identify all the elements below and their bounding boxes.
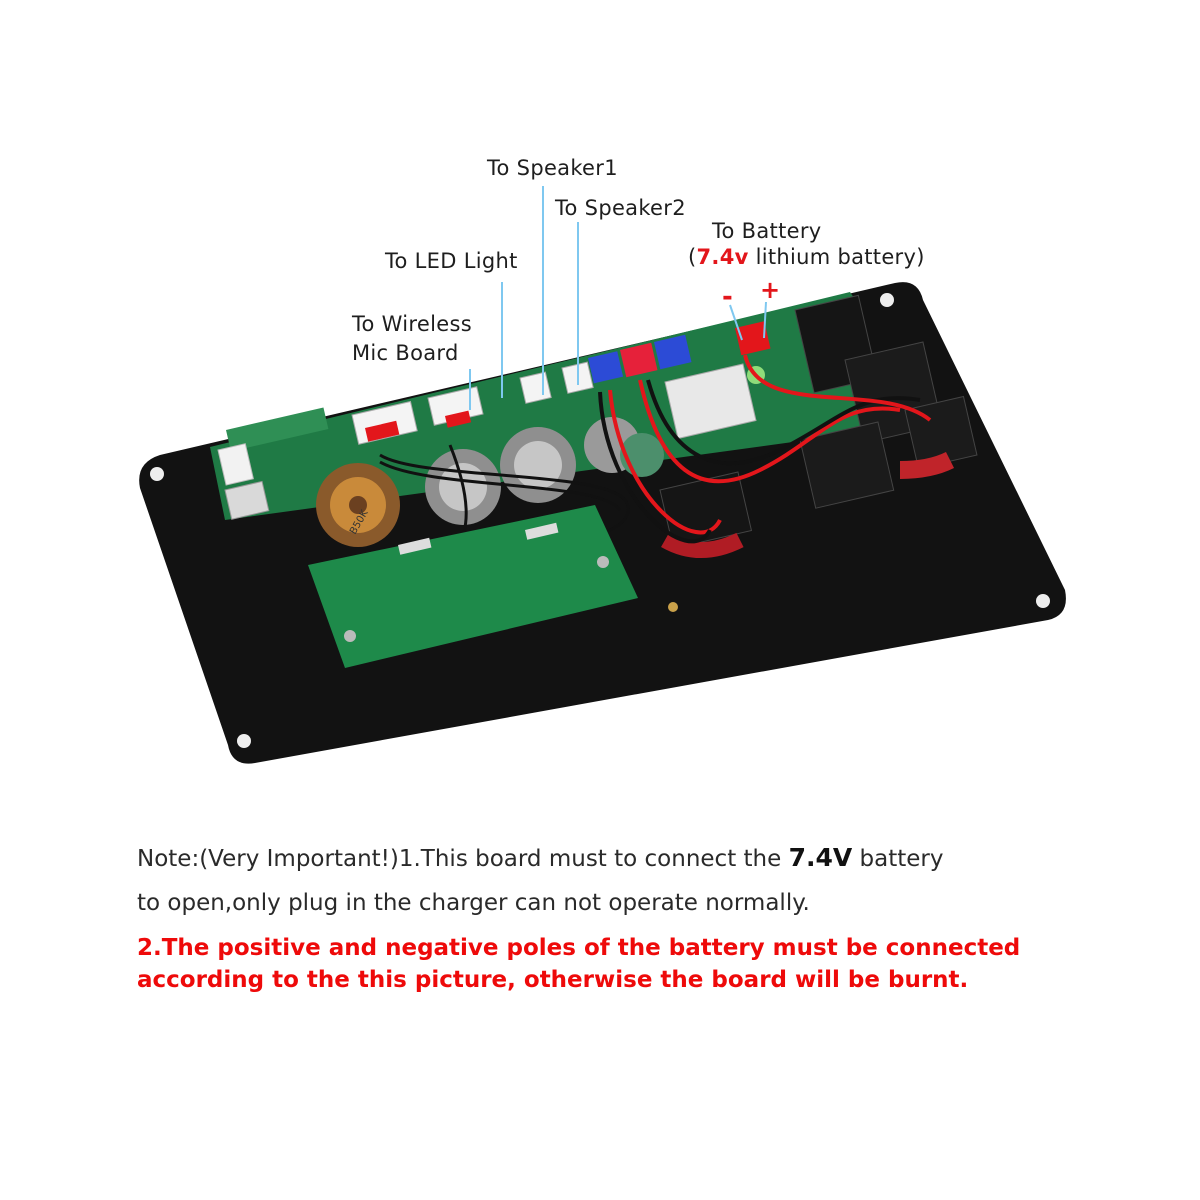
note-suffix: battery bbox=[852, 846, 944, 872]
connector-row bbox=[351, 321, 771, 445]
label-to-battery: To Battery bbox=[712, 219, 822, 243]
label-battery-spec: (7.4v lithium battery) bbox=[688, 245, 925, 269]
battery-paren-open: ( bbox=[688, 245, 697, 269]
label-to-led-light: To LED Light bbox=[385, 249, 518, 273]
battery-plus-sign: + bbox=[760, 276, 781, 304]
wires bbox=[379, 354, 932, 547]
led-board bbox=[308, 505, 638, 668]
note-prefix: Note:(Very Important!)1.This board must … bbox=[137, 846, 789, 872]
battery-minus-sign: - bbox=[722, 282, 734, 312]
battery-voltage: 7.4v bbox=[696, 245, 749, 269]
label-to-wireless: To Wireless bbox=[352, 312, 472, 336]
note-line-1: Note:(Very Important!)1.This board must … bbox=[137, 843, 944, 872]
battery-type: lithium battery) bbox=[748, 245, 925, 269]
label-to-speaker2: To Speaker2 bbox=[555, 196, 686, 220]
note-line-2: to open,only plug in the charger can not… bbox=[137, 890, 810, 916]
pointer-lines bbox=[469, 186, 767, 410]
warning-line-2: according to the this picture, otherwise… bbox=[137, 967, 969, 993]
warning-line-1: 2.The positive and negative poles of the… bbox=[137, 935, 1021, 961]
main-pcb bbox=[210, 292, 880, 520]
note-voltage: 7.4V bbox=[788, 843, 853, 872]
label-mic-board: Mic Board bbox=[352, 341, 459, 365]
label-to-speaker1: To Speaker1 bbox=[487, 156, 618, 180]
